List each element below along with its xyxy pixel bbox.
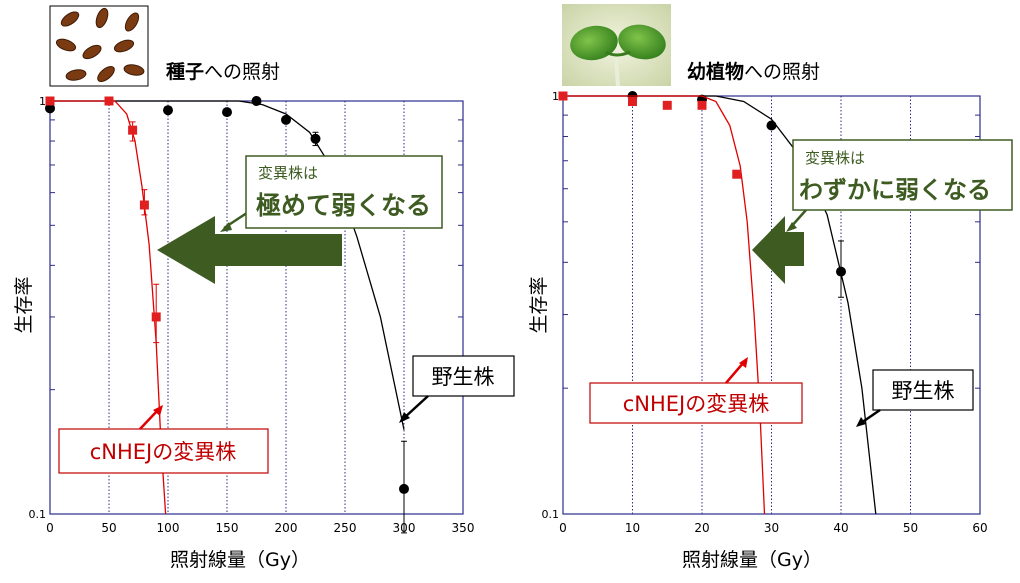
right-callout-pointer-head-icon: [786, 222, 797, 232]
right-mutant-point: [662, 100, 672, 110]
left-panel-title-rest: への照射: [204, 61, 280, 83]
seeds-icon: [49, 5, 149, 87]
right-x-tick-label: 20: [694, 521, 709, 535]
left-wild-point: [281, 114, 291, 125]
right-panel-title-bold: 幼植物: [687, 60, 744, 83]
right-mutant-point: [732, 169, 742, 179]
left-x-tick-label: 350: [452, 521, 475, 535]
left-x-axis-title: 照射線量（Gy）: [170, 549, 310, 571]
right-callout-box: [792, 139, 1013, 211]
right-x-tick-label: 50: [903, 521, 918, 535]
right-wild-point: [766, 120, 777, 131]
right-wild-point: [836, 266, 846, 277]
left-mutant-point: [128, 125, 138, 135]
right-x-tick-label: 30: [764, 521, 779, 535]
right-big-arrow-icon: [752, 216, 804, 284]
right-panel-title-rest: への照射: [744, 61, 820, 83]
left-y-tick-label: 0.1: [29, 508, 47, 521]
left-callout-pointer-head-icon: [220, 222, 232, 232]
left-mutant-label-box: [58, 428, 269, 474]
right-mutant-pointer: [725, 361, 745, 384]
left-mutant-point: [104, 96, 114, 106]
left-wild-point: [310, 133, 321, 144]
right-x-tick-label: 40: [833, 521, 848, 535]
right-x-tick-label: 10: [625, 521, 640, 535]
left-wild-pointer: [403, 395, 429, 419]
left-mutant-point: [45, 96, 55, 106]
right-wild-pointer: [860, 408, 881, 425]
right-wild-pointer-head-icon: [856, 417, 866, 427]
right-mutant-point: [697, 100, 707, 110]
left-mutant-point: [151, 312, 161, 322]
right-mutant-label-box: [589, 382, 803, 424]
left-y-tick-label: 1: [39, 95, 46, 108]
right-mutant-point: [628, 97, 637, 107]
left-wild-point: [251, 96, 262, 106]
left-wild-point: [399, 483, 409, 494]
left-wild-label-box: [412, 355, 515, 397]
left-y-axis-title: 生存率: [13, 276, 35, 333]
right-x-tick-label: 60: [972, 521, 987, 535]
right-y-tick-label: 1: [552, 90, 559, 103]
right-mutant-label-text: cNHEJの変異株: [623, 392, 770, 416]
right-callout-small-text: 変異株は: [805, 149, 865, 167]
left-big-arrow-icon: [157, 216, 342, 284]
left-x-tick-label: 250: [334, 521, 357, 535]
left-panel-title: 種子への照射: [166, 61, 280, 83]
left-wild-point: [163, 105, 173, 116]
right-x-axis-title: 照射線量（Gy）: [682, 549, 822, 571]
right-callout-big-text: わずかに弱くなる: [799, 176, 991, 204]
left-wild-label-text: 野生株: [432, 365, 495, 389]
left-mutant-pointer-head-icon: [153, 405, 163, 416]
left-callout-small-text: 変異株は: [258, 164, 318, 182]
left-x-tick-label: 150: [216, 521, 239, 535]
left-x-tick-label: 200: [275, 521, 298, 535]
left-wild-pointer-head-icon: [399, 412, 410, 423]
right-wild-label-box: [872, 369, 974, 411]
right-wild-label-text: 野生株: [892, 379, 955, 403]
left-mutant-point: [139, 200, 149, 210]
left-wild-point: [45, 103, 55, 114]
left-wild-fit-curve: [50, 100, 405, 430]
left-wild-point: [222, 107, 232, 118]
left-x-tick-label: 0: [46, 521, 54, 535]
right-mutant-fit-curve: [563, 95, 766, 515]
left-callout-big-text: 極めて弱くなる: [256, 191, 431, 220]
right-x-tick-label: 0: [559, 521, 567, 535]
left-x-tick-label: 100: [157, 521, 180, 535]
left-panel-title-bold: 種子: [166, 61, 204, 83]
left-mutant-pointer: [139, 409, 159, 430]
left-x-tick-label: 50: [101, 521, 116, 535]
right-y-tick-label: 0.1: [542, 508, 560, 521]
right-mutant-pointer-head-icon: [739, 357, 748, 368]
right-plot-frame: [562, 95, 981, 515]
right-mutant-point: [558, 91, 568, 101]
right-panel-title: 幼植物への照射: [687, 60, 820, 83]
right-y-axis-title: 生存率: [528, 276, 550, 333]
left-callout-box: [245, 155, 443, 229]
left-mutant-label-text: cNHEJの変異株: [90, 440, 237, 464]
seedling-icon: [562, 4, 671, 87]
